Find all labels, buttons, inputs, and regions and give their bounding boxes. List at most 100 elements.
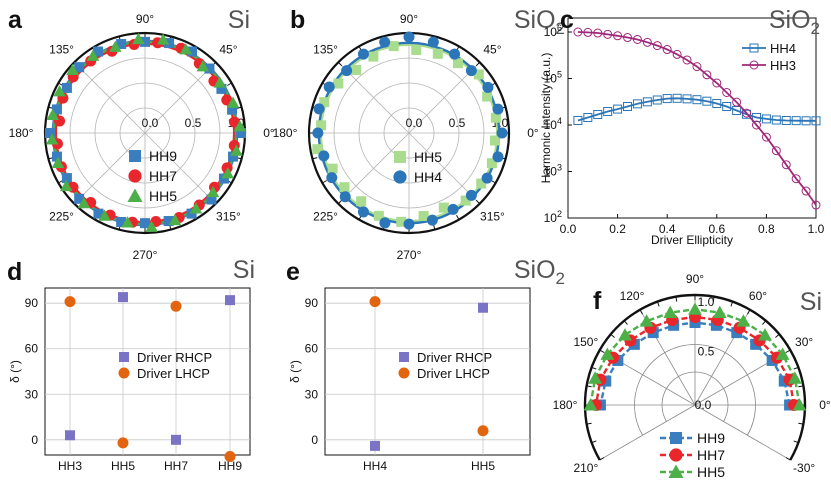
point-hh4 [312, 127, 324, 139]
point-lhcp [170, 300, 182, 312]
point-hh5 [109, 40, 122, 52]
polar-tick [712, 296, 715, 302]
angle-tick-label: 0° [527, 126, 539, 140]
point-hh5 [588, 371, 602, 384]
point-hh5 [121, 216, 134, 228]
point-rhcp [370, 440, 380, 451]
point-hh4 [492, 103, 504, 115]
y-tick-label: 30 [25, 387, 39, 401]
point-hh3 [801, 186, 811, 196]
angle-tick-label: 90° [136, 12, 154, 26]
x-tick-label: 0.8 [758, 222, 775, 236]
polar-tick [599, 457, 605, 461]
point-hh4 [341, 65, 353, 77]
point-hh9 [61, 82, 72, 93]
point-hh5 [86, 49, 100, 61]
point-hh9 [216, 83, 227, 94]
polar-tick [227, 82, 232, 86]
radial-tick-label: 0.0 [406, 116, 423, 130]
y-tick-label: 60 [305, 342, 319, 356]
point-hh9 [116, 216, 127, 227]
legend-label: Driver RHCP [137, 350, 212, 365]
point-hh4 [682, 94, 692, 104]
point-hh5 [53, 85, 66, 97]
point-hh4 [603, 107, 613, 117]
y-tick-label: 90 [25, 296, 39, 310]
point-hh9 [218, 173, 229, 184]
x-tick-label: HH5 [471, 459, 495, 473]
point-hh3 [642, 37, 652, 47]
angle-tick-label: 135° [49, 43, 74, 57]
legend-label: HH4 [770, 41, 796, 56]
polar-tick [491, 180, 496, 184]
angle-tick-label: 120° [620, 289, 645, 303]
polar-tick [675, 296, 678, 302]
point-hh4 [496, 127, 508, 139]
point-hh3 [603, 29, 613, 39]
point-lhcp [369, 296, 381, 308]
polar-tick [322, 180, 327, 184]
point-hh4 [449, 48, 461, 60]
point-hh5 [312, 144, 323, 155]
point-hh5 [51, 156, 65, 168]
polar-tick [747, 309, 751, 315]
polar-tick [586, 385, 592, 388]
point-hh9 [228, 151, 239, 162]
point-hh4 [465, 189, 477, 201]
x-tick-label: HH5 [111, 459, 135, 473]
point-hh3 [652, 41, 662, 51]
point-hh5 [233, 120, 247, 132]
x-tick-label: 0.4 [659, 222, 676, 236]
point-hh9 [116, 39, 127, 50]
point-lhcp [117, 437, 129, 449]
point-hh5 [46, 108, 59, 121]
legend-marker [669, 448, 683, 462]
point-hh3 [672, 49, 682, 59]
angle-tick-label: 90° [400, 12, 418, 26]
point-hh5 [373, 210, 384, 221]
panel-label: f [593, 287, 602, 315]
point-hh5 [396, 216, 407, 227]
x-tick-label: 0.2 [609, 222, 626, 236]
point-hh9 [236, 128, 247, 138]
legend-marker [129, 150, 141, 162]
polar-tick [312, 157, 318, 160]
series-line-hh4 [577, 97, 816, 122]
point-hh5 [213, 76, 226, 88]
point-hh5 [327, 163, 338, 174]
point-hh4 [613, 104, 623, 114]
point-hh5 [452, 58, 463, 69]
legend-label: HH9 [149, 148, 177, 164]
point-hh4 [323, 81, 335, 93]
point-hh4 [326, 172, 338, 184]
point-hh4 [632, 99, 642, 109]
point-hh3 [593, 28, 603, 38]
angle-tick-label: 315° [480, 209, 505, 223]
point-hh4 [379, 217, 391, 229]
point-hh7 [228, 116, 240, 128]
point-hh5 [59, 179, 73, 192]
point-hh5 [788, 371, 802, 384]
point-hh5 [388, 41, 399, 52]
angle-tick-label: -30° [793, 461, 815, 475]
point-hh9 [51, 151, 62, 162]
point-hh9 [51, 104, 62, 115]
point-hh3 [722, 87, 732, 97]
legend-label: HH3 [770, 58, 796, 73]
polar-tick [798, 422, 804, 425]
point-hh5 [476, 178, 487, 189]
point-hh3 [662, 45, 672, 55]
polar-tick [639, 309, 643, 315]
point-hh5 [490, 112, 501, 123]
legend-label: Driver LHCP [417, 366, 490, 381]
point-hh7 [221, 162, 233, 174]
radial-tick-label: 1.0 [698, 295, 715, 309]
point-hh3 [761, 132, 771, 142]
point-hh5 [339, 182, 350, 193]
legend-label: HH7 [149, 168, 177, 184]
y-tick-label: 60 [25, 342, 39, 356]
polar-tick [793, 440, 799, 444]
point-hh3 [702, 70, 712, 80]
point-hh3 [613, 31, 623, 41]
